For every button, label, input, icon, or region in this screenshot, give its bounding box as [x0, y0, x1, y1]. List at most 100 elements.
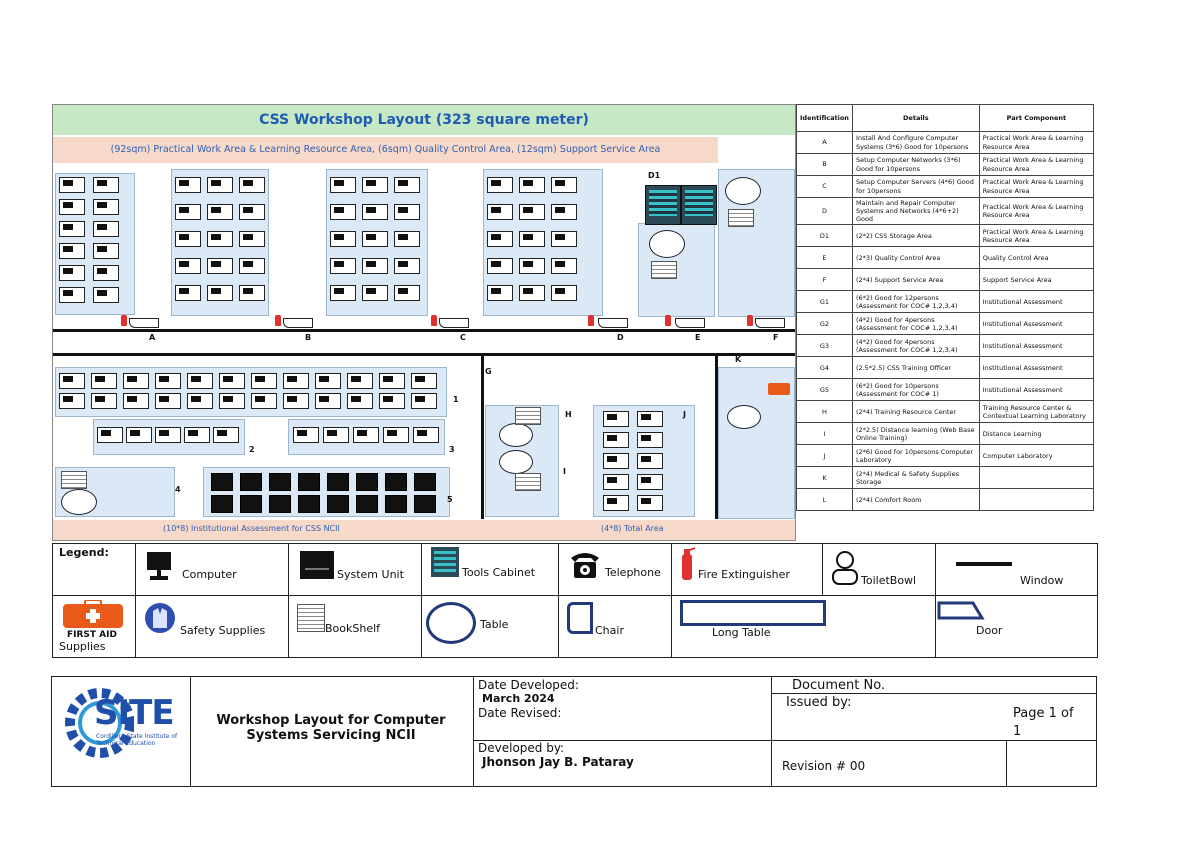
id-cell: F	[796, 268, 853, 292]
computer-desk	[239, 204, 265, 220]
details-cell: (2*3) Quality Control Area	[851, 246, 980, 270]
details-cell: (4*2) Good for 4persons (Assessment for …	[851, 312, 980, 336]
component-cell: Training Resource Center & Contextual Le…	[978, 400, 1095, 424]
wall-right	[715, 355, 718, 519]
details-cell: Setup Computer Networks (3*6) Good for 1…	[851, 153, 980, 176]
legend-toilet-bowl: ToiletBowl	[822, 543, 936, 596]
computer-desk	[207, 285, 233, 301]
legend-system-unit: System Unit	[288, 543, 422, 596]
legend-chair: Chair	[558, 595, 672, 658]
computer-desk	[637, 495, 663, 511]
computer-desk	[394, 231, 420, 247]
door-b	[283, 318, 313, 328]
zone-label-c: C	[460, 333, 466, 342]
table-e	[649, 230, 685, 258]
computer-desk	[207, 231, 233, 247]
computer-desk	[207, 177, 233, 193]
plan-subtitle: (92sqm) Practical Work Area & Learning R…	[53, 137, 718, 163]
component-cell: Institutional Assessment	[978, 378, 1095, 402]
computer-desk	[187, 393, 213, 409]
date-developed-label: Date Developed:	[478, 678, 579, 692]
computer-desk	[362, 177, 388, 193]
computer-desk	[379, 393, 405, 409]
first-aid-icon	[63, 600, 123, 628]
system-unit	[356, 473, 378, 491]
computer-desk	[519, 258, 545, 274]
first-aid-sign	[768, 383, 790, 395]
computer-desk	[175, 177, 201, 193]
computer-desk	[330, 177, 356, 193]
system-unit	[269, 473, 291, 491]
zone-label-e: E	[695, 333, 701, 342]
fire-extinguisher-1	[121, 315, 127, 326]
computer-desk	[207, 204, 233, 220]
computer-desk	[603, 453, 629, 469]
component-cell: Practical Work Area & Learning Resource …	[978, 196, 1095, 226]
bookshelf-f	[728, 209, 754, 227]
table-f	[725, 177, 761, 205]
legend-label-toilet-bowl: ToiletBowl	[861, 574, 917, 587]
component-cell: Practical Work Area & Learning Resource …	[978, 131, 1095, 154]
computer-desk	[603, 432, 629, 448]
computer-desk	[519, 177, 545, 193]
computer-desk	[175, 258, 201, 274]
door-icon	[937, 601, 985, 620]
computer-desk	[603, 411, 629, 427]
computer-desk	[551, 285, 577, 301]
details-cell: (2*4) Support Service Area	[851, 268, 980, 292]
computer-desk	[353, 427, 379, 443]
component-cell: Quality Control Area	[978, 246, 1095, 270]
legend-title: Legend:	[59, 546, 109, 559]
computer-desk	[283, 373, 309, 389]
computer-desk	[487, 258, 513, 274]
id-cell: G4	[796, 356, 853, 380]
legend-label-window: Window	[1020, 574, 1064, 587]
computer-desk	[362, 258, 388, 274]
plan-footer-left: (10*8) Institutional Assessment for CSS …	[163, 524, 340, 533]
system-unit	[385, 495, 407, 513]
document-no-divider	[772, 693, 1096, 694]
id-cell: G1	[796, 290, 853, 314]
computer-desk	[59, 287, 85, 303]
computer-desk	[93, 177, 119, 193]
zone-label-i: I	[563, 467, 566, 476]
component-col-header: Part Component	[978, 104, 1095, 132]
id-table-row: G5(6*2) Good for 10persons (Assessment f…	[796, 378, 1095, 402]
plan-footer-band: (10*8) Institutional Assessment for CSS …	[53, 520, 795, 540]
window-icon	[956, 562, 1012, 566]
id-cell: C	[796, 175, 853, 198]
details-cell: (2*2.5) Distance learning (Web Base Onli…	[851, 422, 980, 446]
legend-long-table: Long Table	[671, 595, 936, 658]
zone-label-k: K	[735, 355, 742, 364]
computer-desk	[383, 427, 409, 443]
bookshelf-icon	[297, 604, 325, 632]
developed-by: Jhonson Jay B. Pataray	[482, 755, 634, 769]
logo-subtitle: Cordillera State Institute of Technical …	[96, 733, 178, 748]
system-unit-icon	[300, 551, 334, 579]
system-unit	[327, 495, 349, 513]
computer-desk	[362, 231, 388, 247]
door-d	[598, 318, 628, 328]
zone-label-1: 1	[453, 395, 459, 404]
id-table-row: G1(6*2) Good for 12persons (Assessment f…	[796, 290, 1095, 314]
system-unit	[240, 473, 262, 491]
zone-label-h: H	[565, 410, 572, 419]
zone-label-d1: D1	[648, 171, 661, 180]
component-cell: Institutional Assessment	[978, 312, 1095, 336]
computer-desk	[394, 204, 420, 220]
computer-desk	[155, 393, 181, 409]
details-cell: (2.5*2.5) CSS Training Officer	[851, 356, 980, 380]
computer-desk	[175, 285, 201, 301]
floor-plan: CSS Workshop Layout (323 square meter) (…	[52, 104, 796, 541]
computer-desk	[93, 243, 119, 259]
computer-desk	[59, 393, 85, 409]
bookshelf-g4	[61, 471, 87, 489]
tools-cabinet-2	[681, 185, 717, 225]
id-cell: D	[796, 196, 853, 226]
details-cell: (4*2) Good for 4persons (Assessment for …	[851, 334, 980, 358]
tools-cabinet-1	[645, 185, 681, 225]
